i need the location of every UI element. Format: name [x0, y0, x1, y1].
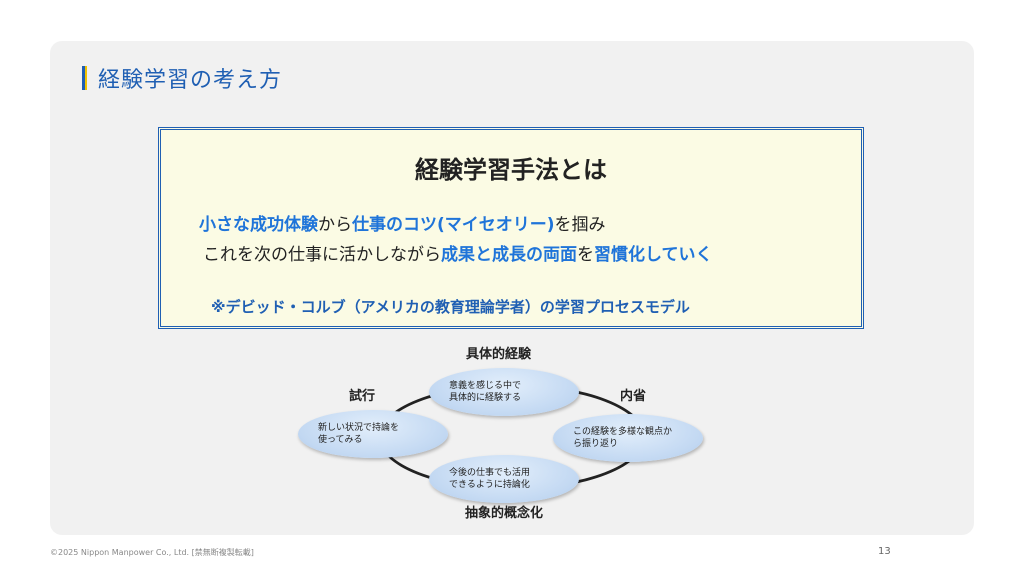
definition-line-1: 小さな成功体験から仕事のコツ(マイセオリー)を掴み — [199, 210, 606, 235]
definition-line-2: これを次の仕事に活かしながら成果と成長の両面を習慣化していく — [203, 240, 713, 265]
label-concrete-experience: 具体的経験 — [466, 347, 532, 362]
cycle-node-experimentation: 新しい状況で持論を 使ってみる — [298, 410, 448, 458]
highlight-work-tips: 仕事のコツ(マイセオリー) — [352, 215, 555, 235]
node-text-abstract-conceptualization: 今後の仕事でも活用 できるように持論化 — [449, 468, 531, 490]
cycle-node-reflection: この経験を多様な観点か ら振り返り — [553, 414, 703, 462]
definition-box: 経験学習手法とは 小さな成功体験から仕事のコツ(マイセオリー)を掴み これを次の… — [158, 127, 864, 329]
label-abstract-conceptualization: 抽象的概念化 — [465, 506, 544, 521]
text-wo: を — [577, 245, 594, 265]
node-text-reflection: この経験を多様な観点か ら振り返り — [573, 427, 673, 449]
highlight-make-habit: 習慣化していく — [594, 245, 713, 265]
cycle-node-concrete-experience: 意義を感じる中で 具体的に経験する — [429, 368, 579, 416]
text-kara: から — [318, 215, 352, 235]
page-number: 13 — [878, 546, 891, 557]
page-title: 経験学習の考え方 — [98, 68, 283, 93]
text-wo-tsukami: を掴み — [554, 215, 606, 235]
node-text-concrete-experience: 意義を感じる中で 具体的に経験する — [449, 381, 522, 403]
node-text-experimentation: 新しい状況で持論を 使ってみる — [318, 423, 400, 445]
highlight-small-success: 小さな成功体験 — [199, 215, 318, 235]
label-experimentation: 試行 — [349, 389, 376, 404]
title-accent-bar — [82, 66, 87, 90]
footer-copyright: ©2025 Nippon Manpower Co., Ltd. [禁無断複製転載… — [50, 548, 254, 557]
definition-heading: 経験学習手法とは — [415, 156, 607, 184]
text-apply-next-work: これを次の仕事に活かしながら — [203, 245, 441, 265]
label-reflection: 内省 — [620, 389, 647, 404]
cycle-node-abstract-conceptualization: 今後の仕事でも活用 できるように持論化 — [429, 455, 579, 503]
highlight-results-growth: 成果と成長の両面 — [441, 245, 577, 265]
source-note: ※デビッド・コルブ（アメリカの教育理論学者）の学習プロセスモデル — [211, 298, 690, 316]
